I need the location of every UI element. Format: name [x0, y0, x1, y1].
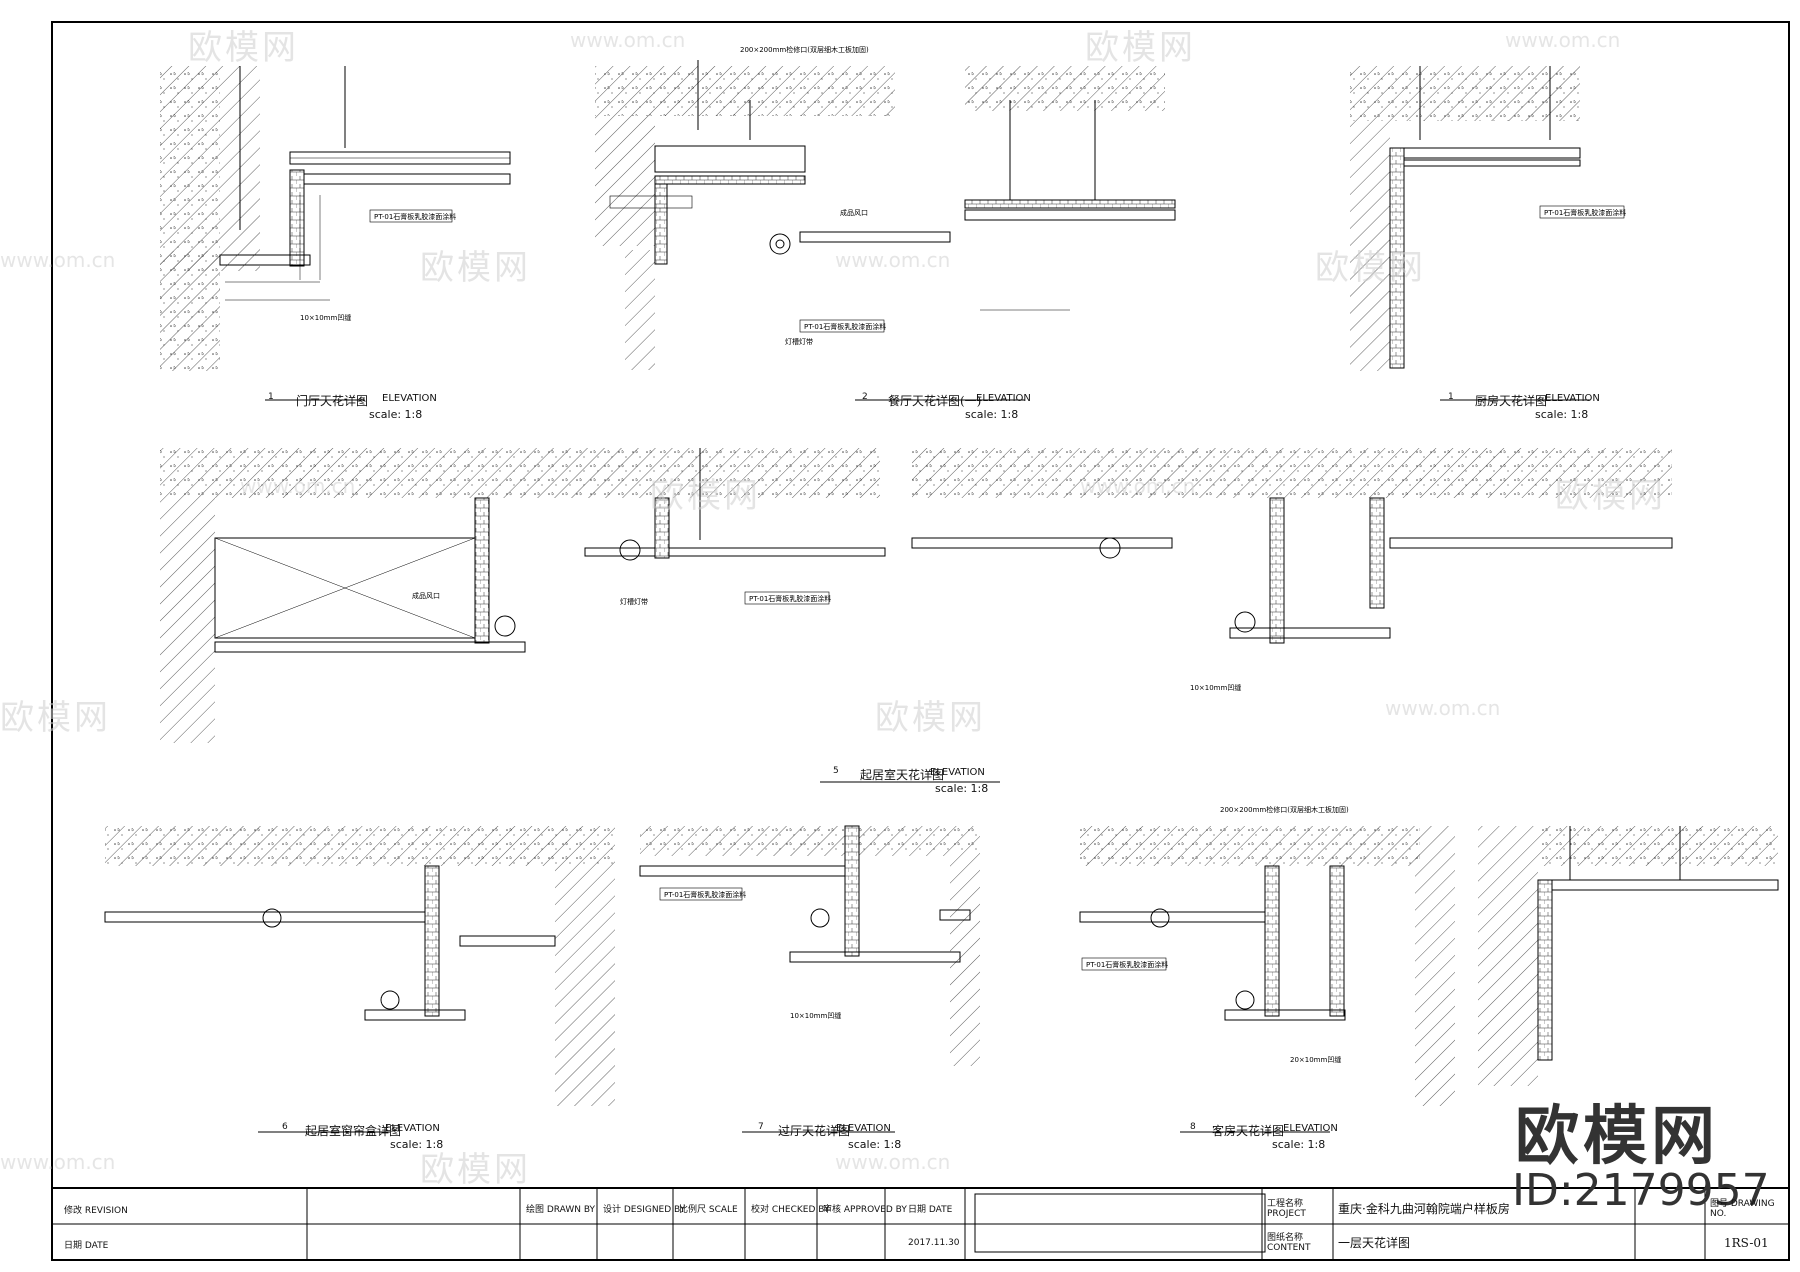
note-d7-b: 10×10mm凹缝 — [790, 1011, 841, 1020]
detail-3-kitchen-ceiling: PT-01石膏板乳胶漆面涂料 — [1350, 66, 1626, 401]
tb-designed: 设计 DESIGNED BY — [603, 1205, 686, 1215]
detail-5-living-ceiling: 成品风口 PT-01石膏板乳胶漆面涂料 灯槽灯带 10×10mm凹缝 — [160, 448, 1673, 783]
note-d2-a: 200×200mm检修口(双层细木工板加固) — [740, 45, 869, 54]
tb-revision: 修改 REVISION — [64, 1206, 128, 1216]
detail-6-curtain-box — [104, 826, 615, 1133]
note-d5-d: 10×10mm凹缝 — [1190, 683, 1241, 692]
tb-content-value: 一层天花详图 — [1338, 1236, 1411, 1250]
tb-date-label: 日期 DATE — [64, 1241, 109, 1251]
note-d3-a: PT-01石膏板乳胶漆面涂料 — [1544, 208, 1626, 217]
note-d8-c: 20×10mm凹缝 — [1290, 1055, 1341, 1064]
detail-2-dining-ceiling: 200×200mm检修口(双层细木工板加固) 成品风口 PT-01石膏板乳胶漆面… — [595, 45, 1176, 401]
detail-9-partial — [1478, 826, 1779, 1086]
note-d8-a: 200×200mm检修口(双层细木工板加固) — [1220, 805, 1349, 814]
title-block — [52, 1187, 1789, 1260]
note-d5-b: PT-01石膏板乳胶漆面涂料 — [749, 594, 831, 603]
tb-drawing-no-value: 1RS-01 — [1724, 1236, 1769, 1250]
tb-drawing-no-label: 图号 DRAWING NO. — [1710, 1199, 1775, 1219]
detail-7-hall-ceiling: PT-01石膏板乳胶漆面涂料 10×10mm凹缝 — [639, 825, 980, 1133]
tb-project-value: 重庆·金科九曲河翰院端户样板房 — [1338, 1202, 1510, 1216]
note-d1-a: PT-01石膏板乳胶漆面涂料 — [374, 212, 456, 221]
tb-project-label: 工程名称 PROJECT — [1267, 1199, 1306, 1219]
note-d2-d: 灯槽灯带 — [785, 337, 813, 346]
note-d7-a: PT-01石膏板乳胶漆面涂料 — [664, 890, 746, 899]
tb-approved: 审核 APPROVED BY — [823, 1205, 907, 1215]
note-d8-b: PT-01石膏板乳胶漆面涂料 — [1086, 960, 1168, 969]
tb-checked: 校对 CHECKED BY — [751, 1205, 830, 1215]
detail-1-entry-ceiling: PT-01石膏板乳胶漆面涂料 10×10mm凹缝 — [160, 66, 511, 401]
tb-scale: 比例尺 SCALE — [679, 1205, 738, 1215]
note-d5-c: 灯槽灯带 — [620, 597, 648, 606]
tb-content-label: 图纸名称 CONTENT — [1267, 1233, 1311, 1253]
note-d1-b: 10×10mm凹缝 — [300, 313, 351, 322]
tb-date: 日期 DATE — [908, 1205, 953, 1215]
detail-8-guestroom-ceiling: PT-01石膏板乳胶漆面涂料 200×200mm检修口(双层细木工板加固) 20… — [1079, 805, 1455, 1133]
tb-drawn: 绘图 DRAWN BY — [526, 1205, 596, 1215]
watermark-logo-large: 欧模网 — [1515, 1100, 1719, 1174]
note-d2-b: PT-01石膏板乳胶漆面涂料 — [804, 322, 886, 331]
note-d2-c: 成品风口 — [840, 208, 868, 217]
watermark-id: ID:2179957 — [1512, 1165, 1770, 1216]
tb-date-value: 2017.11.30 — [908, 1238, 960, 1248]
note-d5-a: 成品风口 — [412, 591, 440, 600]
